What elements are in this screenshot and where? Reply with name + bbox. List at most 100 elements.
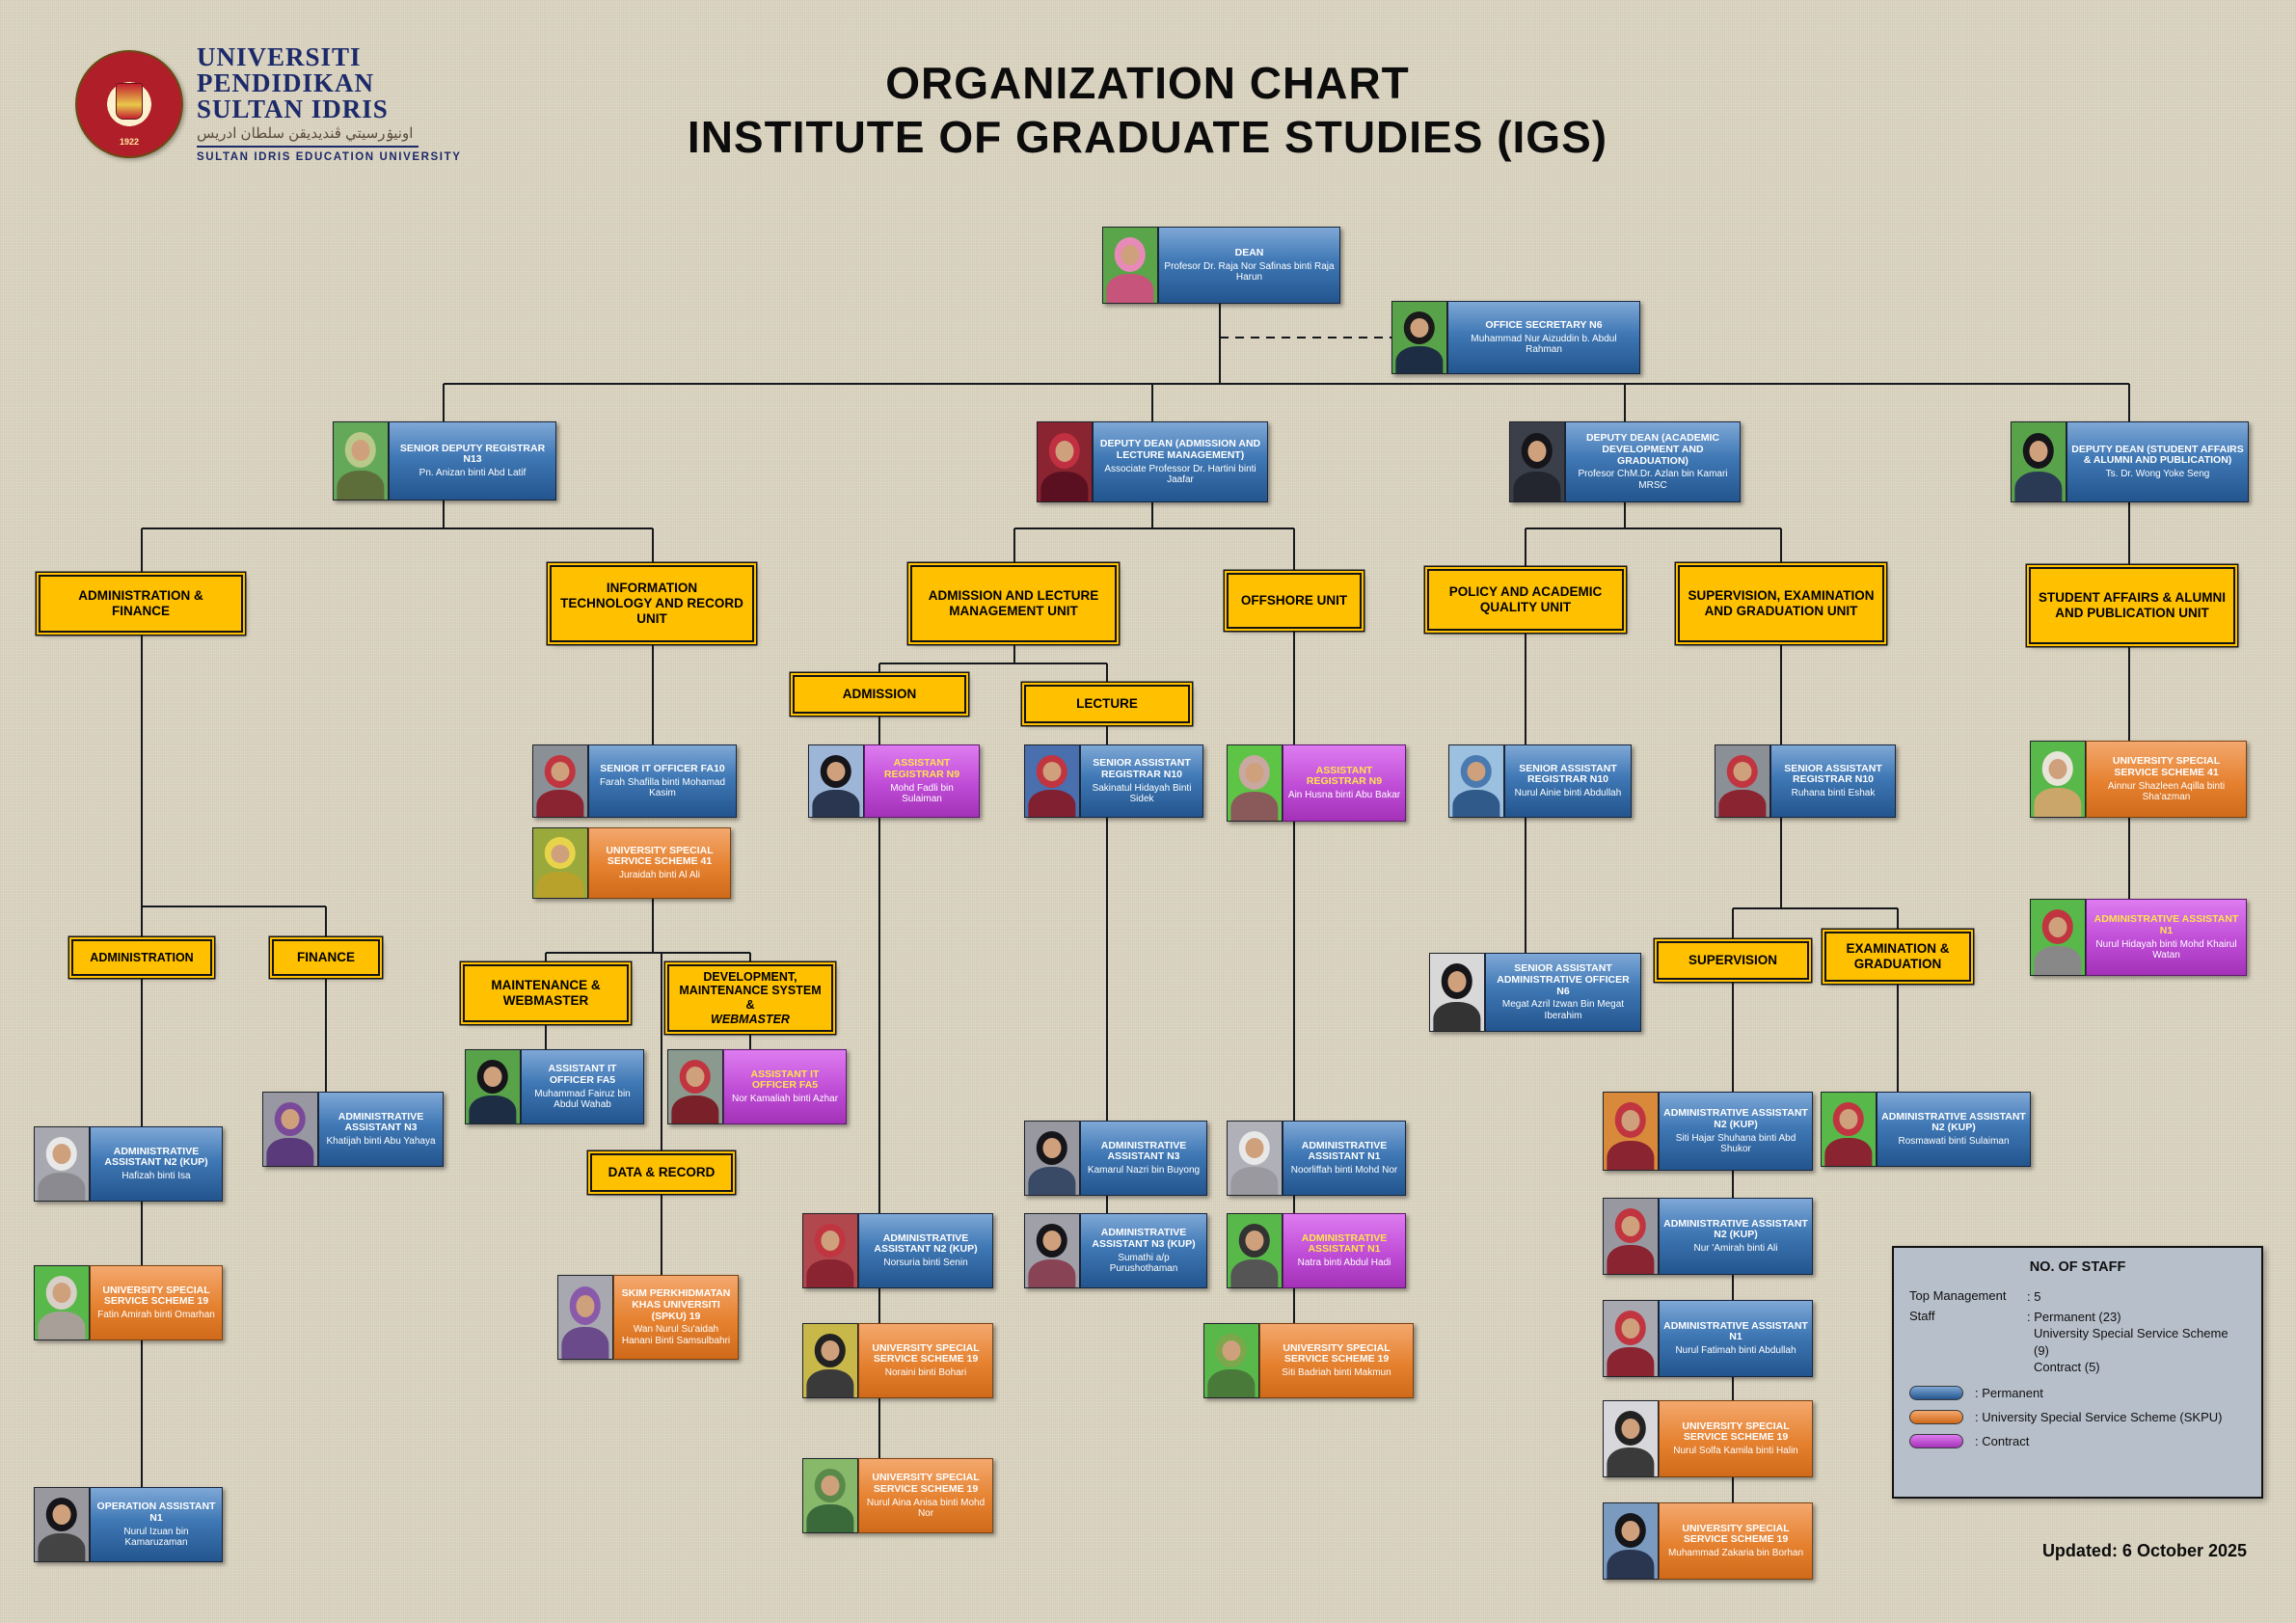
person-office-secretary: OFFICE SECRETARY N6 Muhammad Nur Aizuddi… — [1391, 301, 1640, 374]
person-name: Sakinatul Hidayah Binti Sidek — [1092, 782, 1192, 804]
person-wannurul: SKIM PERKHIDMATAN KHAS UNIVERSITI (SPKU)… — [557, 1275, 739, 1360]
person-title: SENIOR ASSISTANT REGISTRAR N10 — [1784, 762, 1882, 786]
person-name: Noraini binti Bohari — [884, 1367, 967, 1379]
contract-color-swatch — [1909, 1433, 1963, 1448]
person-name: Ts. Dr. Wong Yoke Seng — [2105, 469, 2210, 480]
subunit-label: DATA & RECORD — [608, 1165, 716, 1180]
person-label: ADMINISTRATIVE ASSISTANT N2 (KUP) Hafiza… — [90, 1126, 223, 1202]
person-title: DEPUTY DEAN (STUDENT AFFAIRS & ALUMNI AN… — [2071, 443, 2244, 467]
subunit-administration: ADMINISTRATION — [71, 939, 212, 976]
face — [1042, 762, 1062, 781]
person-sitibadriah: UNIVERSITY SPECIAL SERVICE SCHEME 19 Sit… — [1203, 1323, 1414, 1398]
person-title: ADMINISTRATIVE ASSISTANT N2 (KUP) — [874, 1231, 978, 1256]
person-title: SENIOR ASSISTANT ADMINISTRATIVE OFFICER … — [1497, 962, 1630, 997]
person-sumathi: ADMINISTRATIVE ASSISTANT N3 (KUP) Sumath… — [1024, 1213, 1207, 1288]
subunit-maintenance-webmaster: MAINTENANCE & WEBMASTER — [463, 964, 629, 1022]
legend-staff-skpu: University Special Service Scheme (9) — [2034, 1326, 2228, 1358]
portrait-photo — [1024, 1213, 1080, 1288]
person-hafizah: ADMINISTRATIVE ASSISTANT N2 (KUP) Hafiza… — [34, 1126, 223, 1202]
person-khatijah: ADMINISTRATIVE ASSISTANT N3 Khatijah bin… — [262, 1092, 444, 1167]
subunit-label: LECTURE — [1076, 696, 1138, 712]
face — [1621, 1418, 1640, 1439]
person-name: Nur 'Amirah binti Ali — [1693, 1243, 1778, 1255]
face — [52, 1144, 71, 1164]
person-ainhusna: ASSISTANT REGISTRAR N9 Ain Husna binti A… — [1227, 744, 1406, 822]
face — [1222, 1340, 1241, 1361]
person-title: SENIOR IT OFFICER FA10 — [600, 762, 725, 774]
face — [821, 1231, 840, 1251]
legend-staff-label: Staff — [1909, 1308, 1935, 1323]
portrait-photo — [2011, 421, 2066, 502]
title-line1: ORGANIZATION CHART — [885, 58, 1410, 108]
face — [1245, 762, 1264, 783]
person-kamarul: ADMINISTRATIVE ASSISTANT N3 Kamarul Nazr… — [1024, 1121, 1207, 1196]
person-fatin: UNIVERSITY SPECIAL SERVICE SCHEME 19 Fat… — [34, 1265, 223, 1340]
subunit-label: SUPERVISION — [1688, 953, 1778, 968]
person-title: ASSISTANT REGISTRAR N9 — [883, 757, 960, 780]
person-name: Ainnur Shazleen Aqilla binti Sha'azman — [2107, 780, 2226, 802]
person-label: ADMINISTRATIVE ASSISTANT N1 Nurul Fatima… — [1659, 1300, 1813, 1377]
person-nurulsolfa: UNIVERSITY SPECIAL SERVICE SCHEME 19 Nur… — [1603, 1400, 1813, 1477]
portrait-photo — [1024, 1121, 1080, 1196]
person-nuramirah: ADMINISTRATIVE ASSISTANT N2 (KUP) Nur 'A… — [1603, 1198, 1813, 1275]
person-title: UNIVERSITY SPECIAL SERVICE SCHEME 19 — [872, 1341, 980, 1366]
portrait-photo — [262, 1092, 318, 1167]
person-name: Mohd Fadli bin Sulaiman — [890, 782, 954, 804]
portrait-photo — [802, 1458, 858, 1533]
person-label: DEPUTY DEAN (ADMISSION AND LECTURE MANAG… — [1093, 421, 1268, 502]
wordmark-line3: SULTAN IDRIS — [197, 95, 389, 123]
subunit-development-maintenance: DEVELOPMENT, MAINTENANCE SYSTEM & WEBMAS… — [667, 964, 833, 1032]
person-title: ADMINISTRATIVE ASSISTANT N2 (KUP) — [104, 1145, 208, 1169]
person-ruhana: SENIOR ASSISTANT REGISTRAR N10 Ruhana bi… — [1715, 744, 1896, 818]
person-title: ASSISTANT IT OFFICER FA5 — [750, 1068, 820, 1092]
person-label: DEAN Profesor Dr. Raja Nor Safinas binti… — [1158, 227, 1340, 304]
person-label: ADMINISTRATIVE ASSISTANT N1 Natra binti … — [1283, 1213, 1406, 1288]
face — [821, 1340, 840, 1361]
person-megat: SENIOR ASSISTANT ADMINISTRATIVE OFFICER … — [1429, 953, 1641, 1032]
permanent-color-swatch — [1909, 1385, 1963, 1400]
person-noraini: UNIVERSITY SPECIAL SERVICE SCHEME 19 Nor… — [802, 1323, 993, 1398]
person-title: ADMINISTRATIVE ASSISTANT N3 (KUP) — [1092, 1227, 1196, 1250]
person-name: Farah Shafilla binti Mohamad Kasim — [599, 776, 726, 798]
person-name: Norsuria binti Senin — [883, 1258, 968, 1269]
person-label: UNIVERSITY SPECIAL SERVICE SCHEME 19 Sit… — [1259, 1323, 1414, 1398]
portrait-photo — [532, 744, 588, 818]
person-title: ADMINISTRATIVE ASSISTANT N3 — [1100, 1139, 1187, 1163]
person-fairuz: ASSISTANT IT OFFICER FA5 Muhammad Fairuz… — [465, 1049, 644, 1124]
page-title: ORGANIZATION CHART INSTITUTE OF GRADUATE… — [617, 56, 1678, 164]
portrait-photo — [34, 1487, 90, 1562]
title-line2: INSTITUTE OF GRADUATE STUDIES (IGS) — [687, 112, 1608, 163]
portrait-photo — [465, 1049, 521, 1124]
person-name: Siti Badriah binti Makmun — [1282, 1367, 1391, 1379]
unit-administration-finance: ADMINISTRATION & FINANCE — [39, 575, 243, 633]
face — [576, 1294, 595, 1317]
person-title: SENIOR ASSISTANT REGISTRAR N10 — [1093, 757, 1191, 780]
person-deputy-dean-admission: DEPUTY DEAN (ADMISSION AND LECTURE MANAG… — [1037, 421, 1268, 502]
portrait-photo — [532, 827, 588, 899]
person-label: ADMINISTRATIVE ASSISTANT N1 Noorliffah b… — [1283, 1121, 1406, 1196]
person-name: Muhammad Zakaria bin Borhan — [1667, 1548, 1804, 1559]
face — [1527, 440, 1547, 462]
face — [1621, 1317, 1640, 1339]
person-label: UNIVERSITY SPECIAL SERVICE SCHEME 19 Nur… — [858, 1458, 993, 1533]
person-deputy-dean-student-affairs: DEPUTY DEAN (STUDENT AFFAIRS & ALUMNI AN… — [2011, 421, 2249, 502]
face — [1621, 1520, 1640, 1541]
person-title: UNIVERSITY SPECIAL SERVICE SCHEME 19 — [102, 1284, 210, 1308]
subunit-admission: ADMISSION — [793, 675, 966, 714]
person-label: UNIVERSITY SPECIAL SERVICE SCHEME 41 Jur… — [588, 827, 731, 899]
face — [551, 844, 570, 863]
person-name: Rosmawati binti Sulaiman — [1898, 1136, 2010, 1148]
person-label: SENIOR ASSISTANT REGISTRAR N10 Nurul Ain… — [1504, 744, 1632, 818]
person-senior-deputy-registrar: SENIOR DEPUTY REGISTRAR N13 Pn. Anizan b… — [333, 421, 556, 500]
person-norsuria: ADMINISTRATIVE ASSISTANT N2 (KUP) Norsur… — [802, 1213, 993, 1288]
unit-supervision-exam-grad: SUPERVISION, EXAMINATION AND GRADUATION … — [1678, 565, 1884, 642]
person-label: ADMINISTRATIVE ASSISTANT N2 (KUP) Nur 'A… — [1659, 1198, 1813, 1275]
portrait-photo — [34, 1126, 90, 1202]
person-name: Nurul Hidayah binti Mohd Khairul Watan — [2095, 938, 2237, 960]
person-ainnur: UNIVERSITY SPECIAL SERVICE SCHEME 41 Ain… — [2030, 741, 2247, 818]
subunit-label-italic: WEBMASTER — [711, 1012, 790, 1026]
unit-admission-lecture: ADMISSION AND LECTURE MANAGEMENT UNIT — [910, 565, 1117, 642]
person-label: SENIOR DEPUTY REGISTRAR N13 Pn. Anizan b… — [389, 421, 556, 500]
person-dean: DEAN Profesor Dr. Raja Nor Safinas binti… — [1102, 227, 1340, 304]
